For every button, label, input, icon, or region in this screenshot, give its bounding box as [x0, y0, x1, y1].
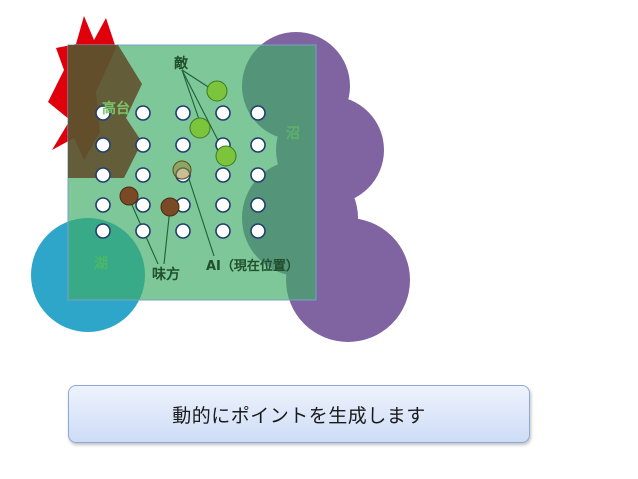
label-enemy: 敵	[174, 55, 189, 72]
grid-point	[250, 137, 266, 153]
grid-point	[135, 223, 151, 239]
grid-point	[175, 223, 191, 239]
grid-point	[250, 167, 266, 183]
label-ally: 味方	[152, 266, 180, 283]
grid-point	[215, 223, 231, 239]
ally-units	[119, 186, 180, 217]
grid-point	[95, 137, 111, 153]
label-high-ground: 高台	[102, 100, 130, 117]
grid-point	[215, 105, 231, 121]
grid-point	[215, 197, 231, 213]
grid-point	[95, 105, 111, 121]
ally-unit	[119, 186, 139, 206]
caption-box: 動的にポイントを生成します	[68, 385, 530, 443]
grid-point	[175, 105, 191, 121]
grid-point	[135, 167, 151, 183]
label-swamp: 沼	[286, 126, 300, 142]
enemy-unit	[206, 80, 228, 102]
enemy-unit	[189, 117, 211, 139]
enemy-units	[189, 80, 237, 167]
grid-point	[95, 223, 111, 239]
grid-point	[250, 105, 266, 121]
label-lake: 湖	[94, 256, 108, 272]
enemy-unit	[215, 145, 237, 167]
grid-point	[135, 197, 151, 213]
grid-point	[95, 197, 111, 213]
grid-point	[175, 137, 191, 153]
grid-point	[135, 137, 151, 153]
grid-point	[215, 167, 231, 183]
grid-point	[135, 105, 151, 121]
ai-position-marker	[172, 160, 192, 180]
ally-unit	[160, 197, 180, 217]
grid-point	[250, 197, 266, 213]
caption-text: 動的にポイントを生成します	[172, 404, 426, 427]
grid-point	[95, 167, 111, 183]
grid-point	[250, 223, 266, 239]
label-ai-position: AI（現在位置）	[206, 258, 299, 274]
